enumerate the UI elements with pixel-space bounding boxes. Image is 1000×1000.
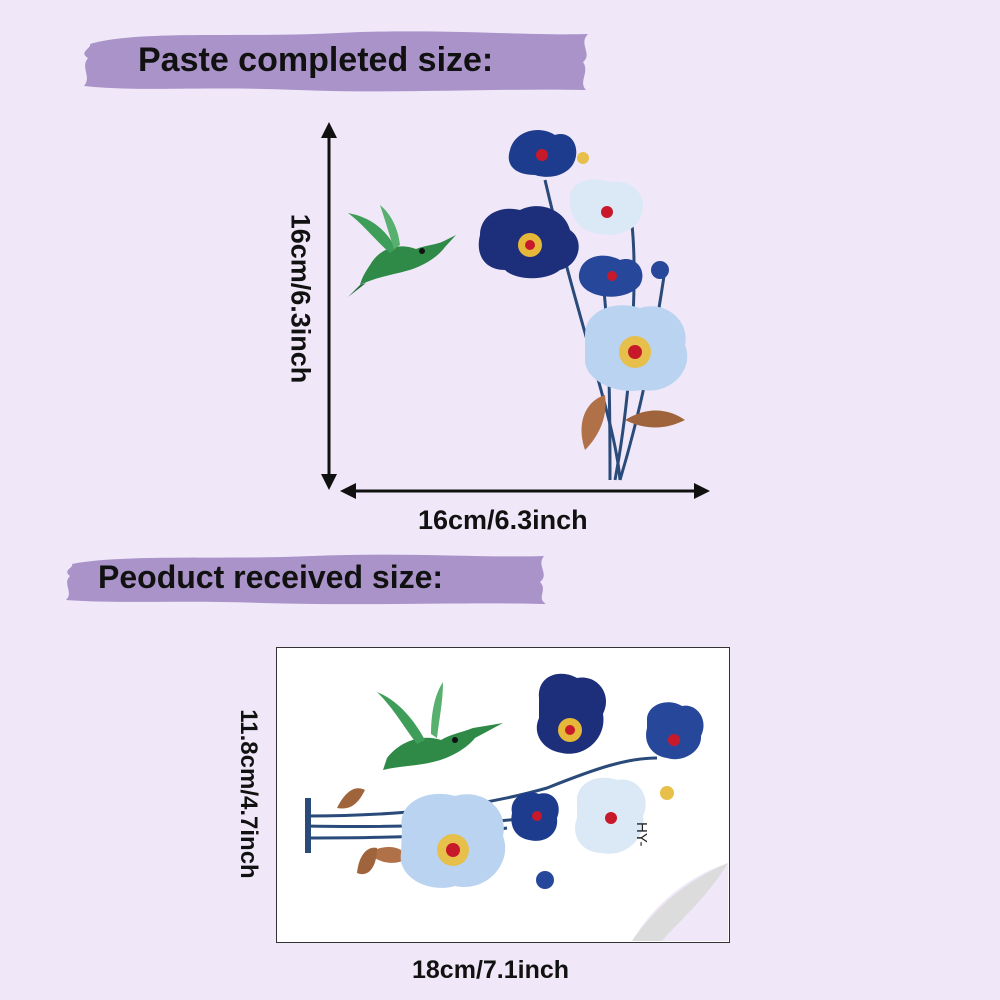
top-banner-label: Paste completed size:	[138, 41, 494, 79]
received-width-label: 18cm/7.1inch	[412, 956, 570, 984]
flower-icon	[478, 206, 579, 279]
completed-height-label: 16cm/6.3inch	[285, 213, 316, 384]
received-height-label: 11.8cm/4.7inch	[235, 709, 262, 879]
flower-icon	[400, 793, 506, 888]
sheet-code: HY-	[633, 822, 650, 847]
top-banner	[84, 31, 588, 92]
hummingbird-icon	[377, 682, 503, 770]
received-illustration	[304, 673, 728, 941]
sticker-sheet	[276, 647, 730, 943]
bottom-banner	[66, 554, 546, 605]
completed-width-label: 16cm/6.3inch	[418, 505, 588, 535]
hummingbird-icon	[348, 205, 456, 297]
bottom-banner-label: Peoduct received size:	[98, 559, 444, 595]
completed-illustration	[348, 130, 688, 481]
